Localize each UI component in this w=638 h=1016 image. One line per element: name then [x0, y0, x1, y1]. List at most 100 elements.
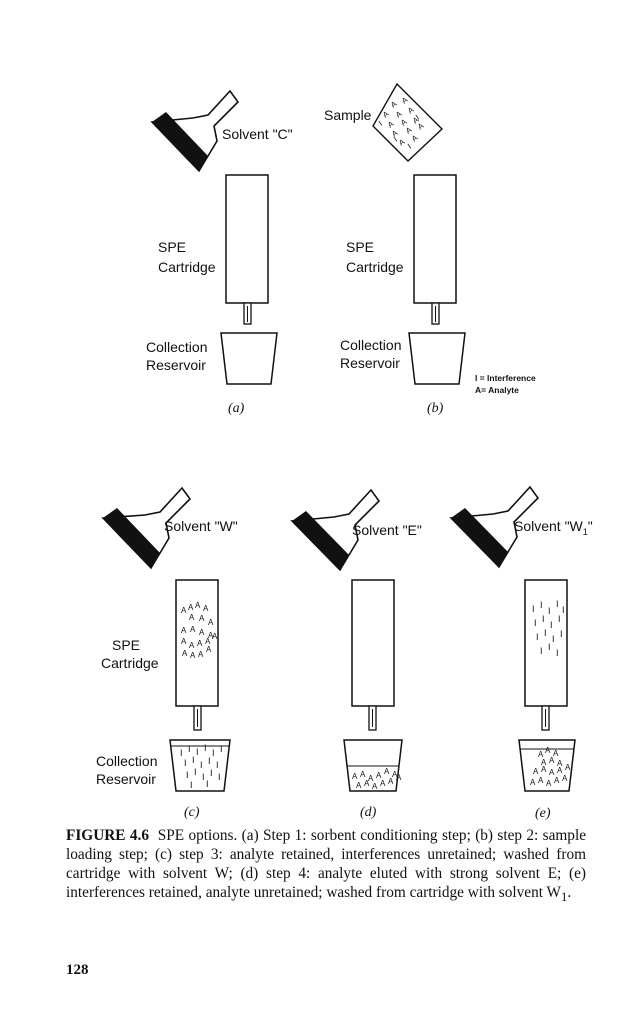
analyte-particle: A — [197, 639, 203, 648]
panel-c-label: (c) — [184, 805, 200, 820]
analyte-particle: A — [199, 628, 205, 637]
interference-particle: I — [200, 760, 203, 770]
analyte-particle: A — [541, 765, 547, 774]
analyte-particle: A — [394, 109, 404, 120]
interference-particle: I — [534, 618, 537, 628]
collection-reservoir — [408, 332, 466, 385]
analyte-particle: A — [410, 133, 420, 144]
analyte-particle: A — [190, 625, 196, 634]
analyte-particle: A — [557, 759, 563, 768]
sample-label: Sample — [324, 107, 372, 123]
analyte-particle: A — [352, 772, 358, 781]
analyte-particle: A — [549, 768, 555, 777]
analyte-particle: A — [530, 778, 536, 787]
analyte-particle: A — [381, 109, 391, 120]
interference-particle: I — [406, 142, 413, 151]
figure-caption: FIGURE 4.6 SPE options. (a) Step 1: sorb… — [66, 826, 586, 907]
interference-particle: I — [560, 629, 563, 639]
interference-particle: I — [212, 748, 215, 758]
analyte-particle: A — [384, 767, 390, 776]
analyte-particle: A — [549, 756, 555, 765]
legend-analyte: A= Analyte — [475, 385, 519, 395]
interference-particle: I — [562, 605, 565, 615]
analyte-particle: A — [198, 650, 204, 659]
analyte-particle: A — [416, 121, 426, 132]
interference-particle: I — [556, 599, 559, 609]
analyte-particle: A — [206, 645, 212, 654]
interference-particle: I — [536, 632, 539, 642]
analyte-particle: A — [541, 758, 547, 767]
analyte-particle: A — [546, 779, 552, 788]
panel-d-label: (d) — [360, 805, 377, 820]
interference-particle: I — [548, 606, 551, 616]
collection-label-line2: Reservoir — [146, 357, 206, 373]
interference-particle: I — [220, 744, 223, 754]
interference-particle: I — [206, 779, 209, 789]
spe-cartridge — [225, 174, 269, 304]
analyte-particle: A — [390, 128, 400, 139]
analyte-particle: A — [380, 779, 386, 788]
caption-text: SPE options. (a) Step 1: sorbent conditi… — [66, 827, 586, 901]
spe-cartridge — [175, 579, 219, 707]
spe-label-line2: Cartridge — [158, 259, 216, 275]
spe-cartridge — [524, 579, 568, 707]
analyte-particle: A — [203, 604, 209, 613]
analyte-particle: A — [386, 119, 396, 130]
analyte-particle: A — [554, 776, 560, 785]
interference-particle: I — [186, 770, 189, 780]
interference-particle: I — [550, 620, 553, 630]
analyte-particle: A — [208, 631, 214, 640]
analyte-particle: A — [406, 105, 416, 116]
interference-particle: I — [544, 628, 547, 638]
collection-label-line1: Collection — [146, 339, 207, 355]
interference-particle: I — [192, 755, 195, 765]
collection-label-line2: Reservoir — [340, 355, 400, 371]
flask-icon — [290, 488, 381, 572]
analyte-particle: A — [538, 776, 544, 785]
interference-particle: I — [202, 772, 205, 782]
panel-e-label: (e) — [535, 806, 551, 821]
analyte-particle: A — [538, 750, 544, 759]
analyte-particle: A — [181, 606, 187, 615]
analyte-particle: A — [392, 770, 398, 779]
interference-particle: I — [540, 600, 543, 610]
interference-particle: I — [194, 767, 197, 777]
analyte-particle: A — [545, 746, 551, 755]
analyte-particle: A — [364, 779, 370, 788]
analyte-particle: A — [212, 632, 218, 641]
interference-particle: I — [210, 768, 213, 778]
interference-particle: I — [552, 634, 555, 644]
analyte-particle: A — [553, 749, 559, 758]
spe-label-line2: Cartridge — [101, 655, 159, 671]
analyte-particle: A — [181, 637, 187, 646]
solvent-w-label: Solvent "W" — [164, 518, 238, 534]
analyte-particle: A — [557, 766, 563, 775]
interference-particle: I — [542, 614, 545, 624]
analyte-particle: A — [388, 777, 394, 786]
analyte-particle: A — [181, 626, 187, 635]
analyte-particle: A — [565, 763, 571, 772]
interference-particle: I — [556, 648, 559, 658]
analyte-particle: A — [195, 601, 201, 610]
analyte-particle: A — [199, 614, 205, 623]
panel-a-label: (a) — [228, 401, 245, 416]
flask-icon — [150, 89, 240, 173]
analyte-particle: A — [404, 125, 414, 136]
caption-subscript: 1 — [560, 890, 568, 905]
panel-a: Solvent "C" SPE Cartridge Collection Res… — [146, 89, 293, 416]
analyte-particle: A — [182, 649, 188, 658]
analyte-particle: A — [188, 603, 194, 612]
analyte-particle: A — [376, 771, 382, 780]
sample-icon — [372, 82, 444, 162]
spe-label-line1: SPE — [346, 239, 374, 255]
spe-label-line1: SPE — [158, 239, 186, 255]
analyte-particle: A — [189, 613, 195, 622]
